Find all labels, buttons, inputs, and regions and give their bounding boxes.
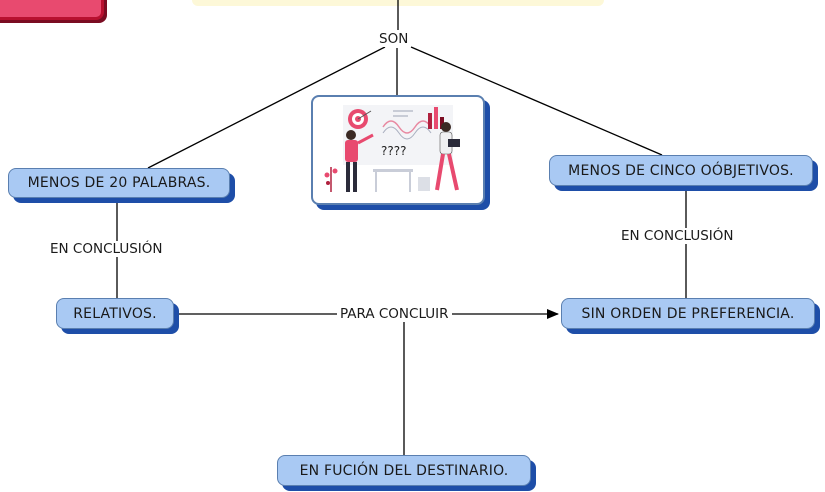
link-label-son: SON <box>376 31 412 47</box>
woman-with-laptop-icon <box>435 122 460 191</box>
partial-title-box <box>0 0 104 20</box>
line-son-to-left <box>147 46 386 169</box>
line-son-to-right <box>410 46 663 156</box>
image-node-illustration[interactable]: ???? <box>311 95 485 205</box>
link-label-en-conclusion-left: EN CONCLUSIÓN <box>47 241 166 257</box>
image-caption: ???? <box>381 144 406 158</box>
node-en-fucion-del-destinario[interactable]: EN FUCIÓN DEL DESTINARIO. <box>277 455 531 486</box>
desk-icon <box>373 169 413 192</box>
node-sin-orden-de-preferencia[interactable]: SIN ORDEN DE PREFERENCIA. <box>561 298 815 329</box>
presentation-illustration: ???? <box>324 105 460 192</box>
node-label: MENOS DE 20 PALABRAS. <box>27 175 211 191</box>
node-label: EN FUCIÓN DEL DESTINARIO. <box>299 462 509 479</box>
bar-chart-icon <box>428 107 444 129</box>
node-menos-cinco-objetivos[interactable]: MENOS DE CINCO OÓBJETIVOS. <box>549 155 813 186</box>
node-label: RELATIVOS. <box>73 305 157 322</box>
link-label-para-concluir: PARA CONCLUIR <box>337 306 452 322</box>
node-menos-20-palabras[interactable]: MENOS DE 20 PALABRAS. <box>8 168 230 198</box>
node-relativos[interactable]: RELATIVOS. <box>56 298 174 329</box>
target-icon <box>348 109 372 129</box>
presenter-figure-icon <box>345 130 374 192</box>
plant-icon <box>324 167 338 192</box>
node-label: MENOS DE CINCO OÓBJETIVOS. <box>568 162 794 179</box>
wave-chart <box>382 120 432 134</box>
link-label-en-conclusion-right: EN CONCLUSIÓN <box>618 228 737 244</box>
node-label: SIN ORDEN DE PREFERENCIA. <box>581 305 795 322</box>
